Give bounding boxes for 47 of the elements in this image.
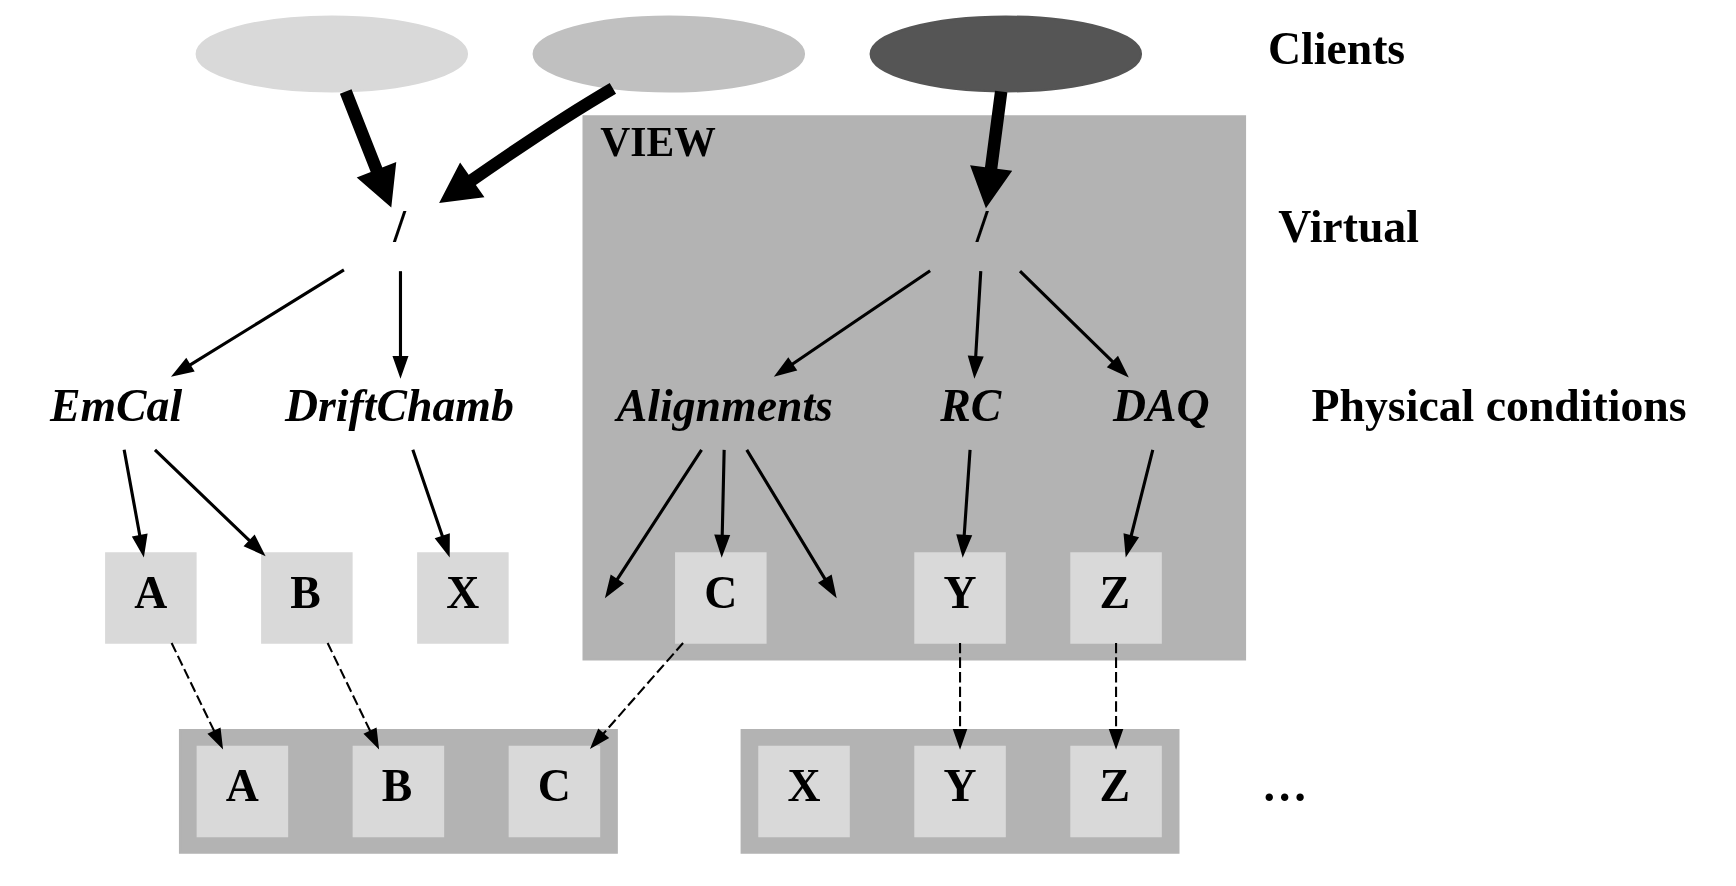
arrow [1108,643,1124,750]
node-box: X [417,552,509,644]
node-text: / [393,201,406,253]
arrow [122,449,148,558]
node-text: / [975,201,989,253]
node-text: DriftChamb [285,380,514,432]
arrow [439,82,617,204]
arrow [604,449,703,599]
label: Physical conditions [1311,380,1687,432]
node-box: B [352,745,445,838]
arrow [1123,449,1155,558]
node-ellipse [869,15,1143,93]
arrow [773,269,931,377]
arrow [967,271,984,379]
arrow [714,449,731,558]
arrow [153,448,266,557]
node-text: Alignments [616,380,833,432]
arrow [589,642,684,749]
node-box: B [261,552,353,644]
node-box: Y [914,552,1006,644]
node-box: Z [1070,552,1162,644]
arrow [411,449,450,558]
arrow [745,449,837,599]
node-ellipse [532,15,806,93]
arrow [170,268,345,377]
node-box: A [105,552,197,644]
node-box: Y [914,745,1006,838]
arrow [339,89,397,208]
arrow [956,449,973,558]
label: Clients [1267,22,1406,74]
node-box: Z [1070,745,1162,838]
node-box: C [675,552,767,644]
arrow [170,642,224,750]
node-text: EmCal [49,380,183,432]
arrow [1018,270,1129,378]
arrow [970,90,1013,209]
node-box: X [758,745,850,838]
label: Virtual [1278,201,1419,253]
node-text: DAQ [1112,380,1210,432]
label: … [1261,760,1308,811]
arrow [326,642,380,750]
arrow [952,643,968,750]
node-text: RC [940,380,1002,432]
node-box: C [508,745,601,838]
node-box: A [196,745,289,838]
arrow [392,271,409,379]
node-ellipse [195,15,469,93]
